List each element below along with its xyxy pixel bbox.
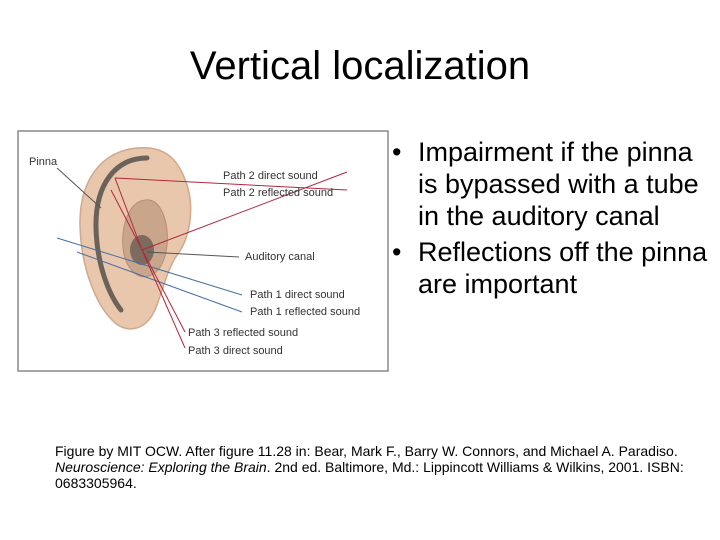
label-path1-direct: Path 1 direct sound [250,289,345,301]
pinna-leader [56,167,102,209]
ear-diagram-svg: Pinna Path 2 direct sound Path 2 reflect… [17,130,389,372]
caption-part1: Figure by MIT OCW. After figure 11.28 in… [55,443,678,459]
auditory-canal-leader [146,251,240,258]
path3-reflected-line [110,189,186,333]
ear-diagram: Pinna Path 2 direct sound Path 2 reflect… [17,130,389,372]
label-path3-reflected: Path 3 reflected sound [188,327,298,339]
bullet-text: Impairment if the pinna is bypassed with… [418,137,699,231]
path3-direct-line [141,249,186,349]
label-auditory-canal: Auditory canal [245,251,315,263]
slide-title: Vertical localization [189,44,531,88]
bullet-marker: • [392,237,402,267]
caption-part2: . 2nd ed. Baltimore, Md.: Lippincott Wil… [55,459,684,491]
caption-book-title: Neuroscience: Exploring the Brain [55,459,267,475]
bullet-list: • Impairment if the pinna is bypassed wit… [392,136,712,304]
label-path1-reflected: Path 1 reflected sound [250,306,360,318]
bullet-item: • Impairment if the pinna is bypassed wit… [392,136,712,232]
figure-caption: Figure by MIT OCW. After figure 11.28 in… [55,443,685,491]
bullet-marker: • [392,137,402,167]
label-path2-direct: Path 2 direct sound [223,170,318,182]
figure-frame [17,130,389,372]
path2-reflected-line-a [114,177,348,191]
label-path2-reflected: Path 2 reflected sound [223,187,333,199]
path2-reflected-line-b [114,177,143,251]
bullet-text: Reflections off the pinna are important [418,237,708,299]
label-pinna: Pinna [29,156,58,168]
bullet-item: • Reflections off the pinna are important [392,236,712,300]
label-path3-direct: Path 3 direct sound [188,345,283,357]
helix-rim [93,155,150,313]
path2-direct-line [141,171,348,251]
